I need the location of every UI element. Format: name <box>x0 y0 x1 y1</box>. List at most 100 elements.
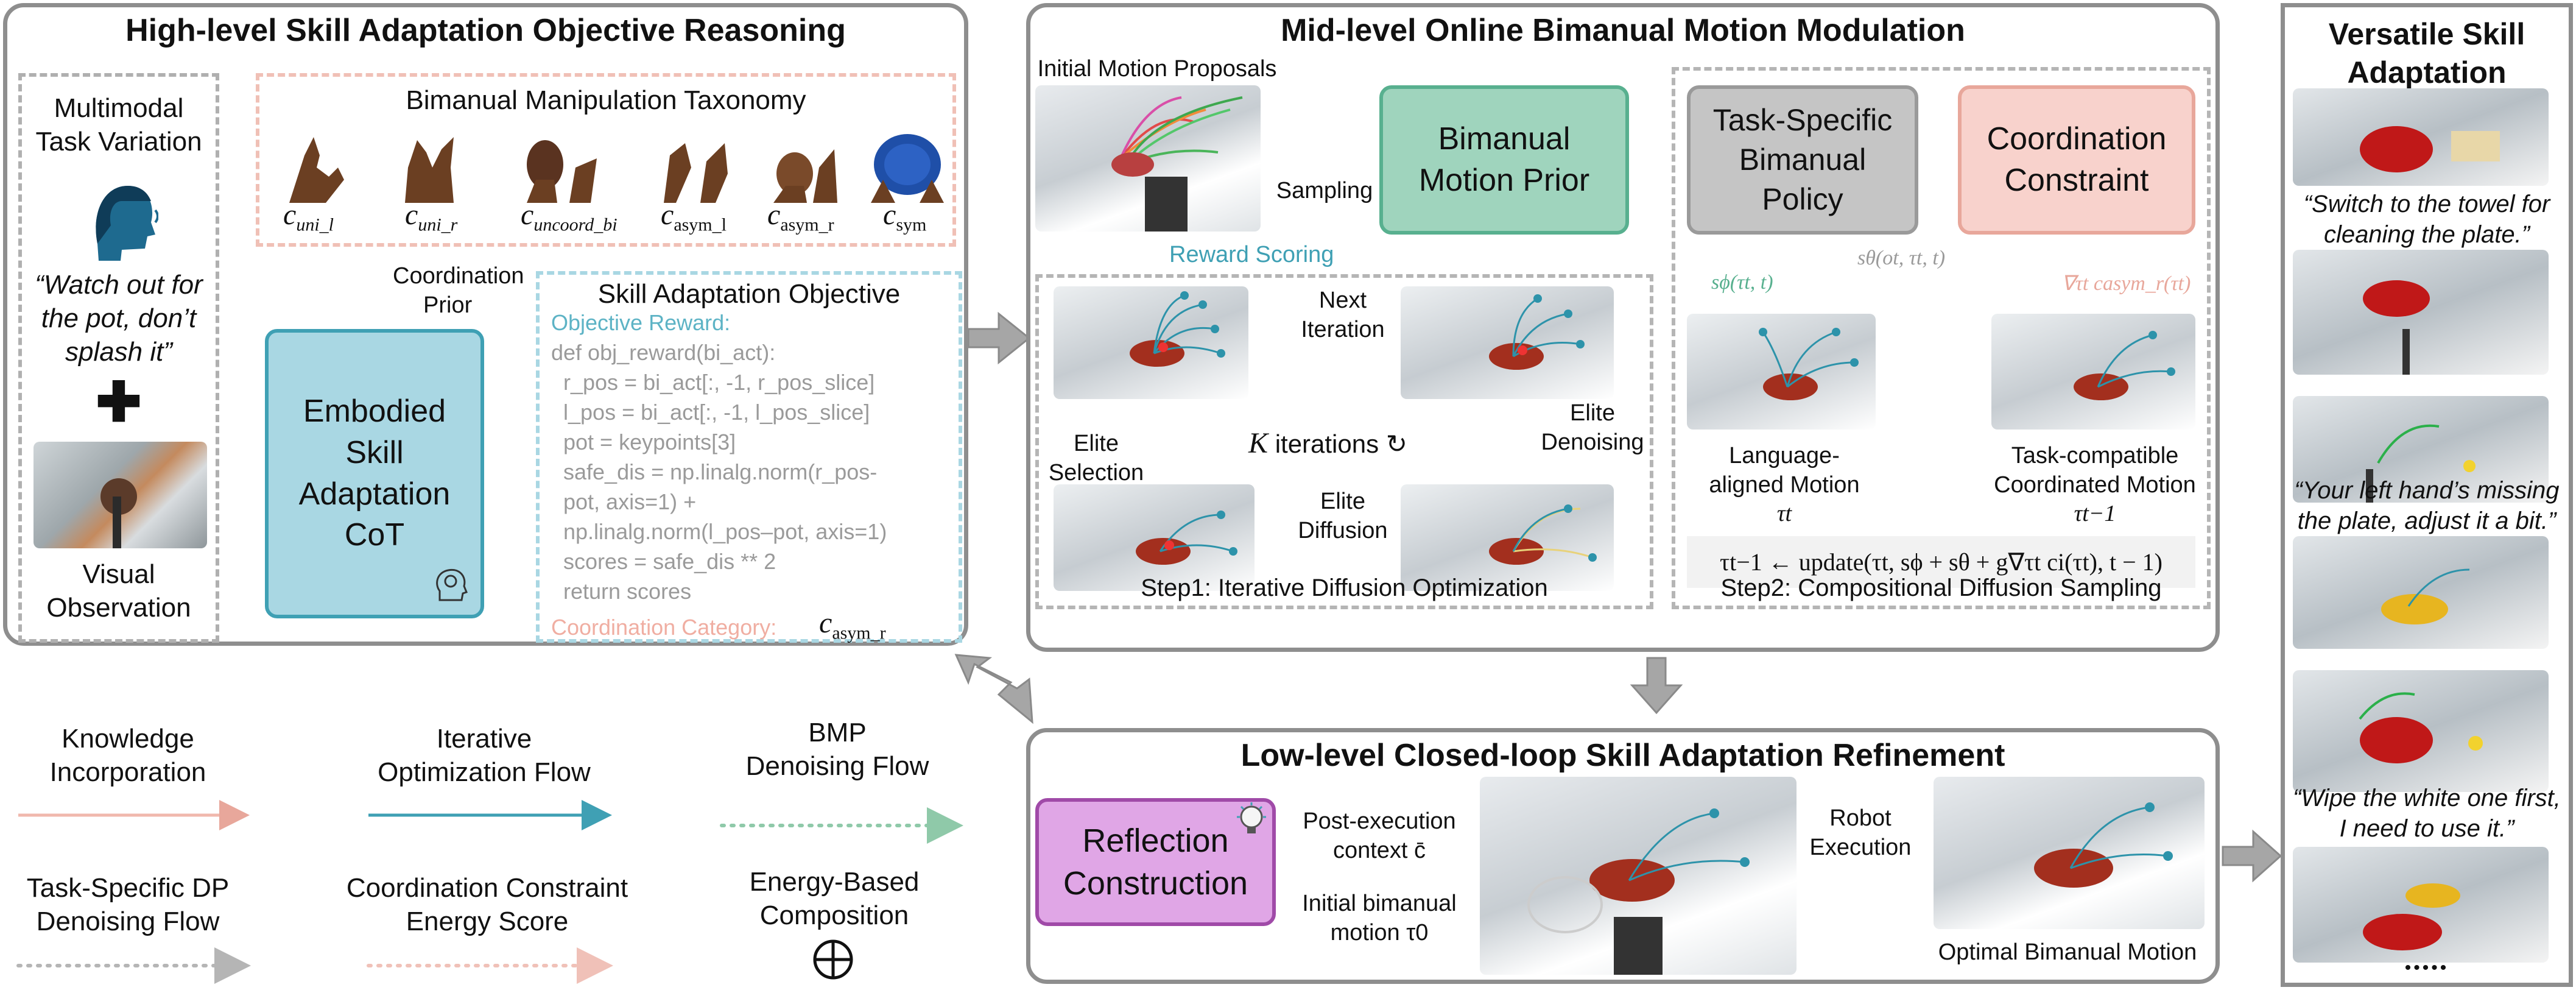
refresh-icon: ↻ <box>1385 430 1407 458</box>
task-compatible-motion-image <box>1991 314 2195 430</box>
reflection-trajectory-image <box>1480 777 1797 975</box>
reward-scoring-label: Reward Scoring <box>1169 242 1334 267</box>
low-to-versatile-arrow <box>2222 829 2282 883</box>
speaking-person-icon <box>96 186 158 261</box>
s-phi-label: sϕ(τt, t) <box>1711 271 1773 294</box>
reward-code-block: def obj_reward(bi_act): r_pos = bi_act[:… <box>551 338 887 606</box>
code-line-4: pot = keypoints[3] <box>551 430 736 454</box>
low-to-high-feedback-arrow <box>954 654 1033 724</box>
high-level-title: High-level Skill Adaptation Objective Re… <box>125 13 846 48</box>
objective-title: Skill Adaptation Objective <box>597 279 901 309</box>
taxonomy-box <box>256 73 956 247</box>
hand-uni-r-icon <box>405 137 454 203</box>
hand-asym-l-icon <box>664 143 728 203</box>
taxonomy-label-6: csym <box>883 199 927 235</box>
elite-selection-image <box>1054 484 1255 591</box>
step1-label: Step1: Iterative Diffusion Optimization <box>1141 575 1548 601</box>
reward-scoring-image <box>1054 286 1248 399</box>
mid-to-low-arrow <box>1630 657 1683 715</box>
sampling-label: Sampling <box>1276 178 1373 203</box>
taxonomy-label-4: casym_l <box>661 199 727 235</box>
next-iteration-image <box>1401 286 1614 399</box>
optimal-motion-image <box>1934 777 2205 929</box>
code-line-1: def obj_reward(bi_act): <box>551 340 776 365</box>
hand-uni-l-icon <box>289 137 344 203</box>
mid-level-title: Mid-level Online Bimanual Motion Modulat… <box>1281 13 1965 48</box>
step2-box <box>1672 67 2211 609</box>
taxonomy-icons-row <box>283 131 947 204</box>
step1-box <box>1035 274 1653 609</box>
taxonomy-label-3: cuncoord_bi <box>521 199 618 235</box>
versatile-image-3a <box>2293 670 2549 792</box>
low-level-title: Low-level Closed-loop Skill Adaptation R… <box>1240 738 2005 773</box>
taxonomy-label-2: cuni_r <box>405 199 458 235</box>
language-motion-image <box>1687 314 1876 430</box>
brain-head-icon <box>436 568 468 601</box>
code-line-6: pot, axis=1) + <box>551 489 697 514</box>
initial-motion-label: Initial Motion Proposals <box>1037 56 1277 82</box>
taxonomy-labels-row: cuni_l cuni_r cuncoord_bi casym_l casym_… <box>256 198 956 235</box>
versatile-image-1a <box>2293 88 2549 186</box>
versatile-image-1b <box>2293 250 2549 375</box>
visual-observation-image <box>33 442 207 548</box>
versatile-image-2b <box>2293 536 2549 649</box>
code-line-3: l_pos = bi_act[:, -1, l_pos_slice] <box>551 400 870 425</box>
optimal-motion-label: Optimal Bimanual Motion <box>1938 939 2197 965</box>
step2-label: Step2: Compositional Diffusion Sampling <box>1720 575 2162 601</box>
hand-uncoord-bi-icon <box>527 140 597 203</box>
code-line-5: safe_dis = np.linalg.norm(r_pos- <box>551 459 878 484</box>
initial-motion-image <box>1035 85 1261 232</box>
taxonomy-title: Bimanual Manipulation Taxonomy <box>406 85 806 115</box>
plus-icon: ✚ <box>96 372 142 433</box>
grad-c-label: ∇τt casym_r(τt) <box>2061 272 2191 295</box>
code-line-9: return scores <box>551 579 692 604</box>
hand-asym-r-icon <box>773 149 837 203</box>
coordination-category-label: Coordination Category: <box>551 615 777 640</box>
objective-box <box>536 271 962 643</box>
code-line-7: np.linalg.norm(l_pos–pot, axis=1) <box>551 519 887 544</box>
versatile-quote-3: “Wipe the white one first,I need to use … <box>2293 785 2561 842</box>
code-line-8: scores = safe_dis ** 2 <box>551 549 776 574</box>
taxonomy-label-1: cuni_l <box>283 199 334 235</box>
update-equation: τt−1 ← update(τt, sϕ + sθ + g∇τt ci(τt),… <box>1687 536 2195 588</box>
plate-sym-icon <box>871 134 944 203</box>
versatile-image-2a <box>2293 396 2549 503</box>
coordination-category-value: casym_r <box>819 607 886 643</box>
objective-reward-label: Objective Reward: <box>551 310 731 335</box>
elite-diffusion-image <box>1401 484 1614 591</box>
lightbulb-icon <box>1237 802 1266 833</box>
high-to-mid-arrow <box>967 311 1031 365</box>
multimodal-input-box <box>18 73 219 643</box>
s-theta-label: sθ(ot, τt, t) <box>1857 247 1946 269</box>
taxonomy-label-5: casym_r <box>767 199 834 235</box>
code-line-2: r_pos = bi_act[:, -1, r_pos_slice] <box>551 370 875 395</box>
more-dots: ••••• <box>2404 958 2449 978</box>
